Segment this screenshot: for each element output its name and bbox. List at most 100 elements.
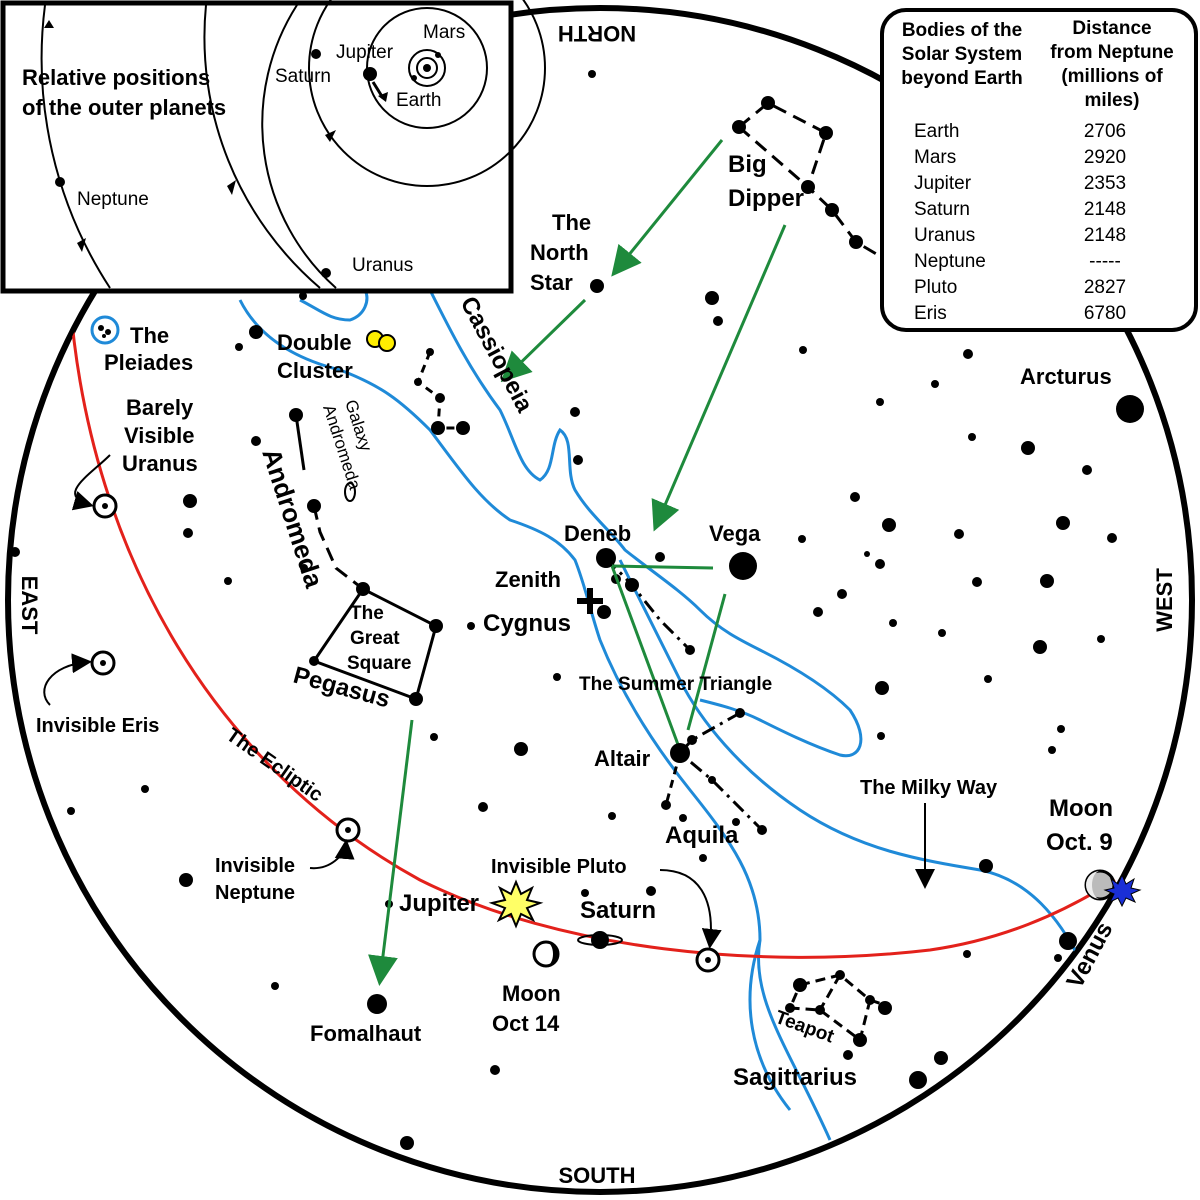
invisible-eris-label: Invisible Eris <box>36 715 159 737</box>
invisible-pluto-label: Invisible Pluto <box>491 856 627 878</box>
arcturus-label: Arcturus <box>1020 364 1112 389</box>
invisible-neptune-label-1: Invisible <box>215 855 295 877</box>
compass-west: WEST <box>1152 568 1177 632</box>
table-row-body: Saturn <box>914 199 970 220</box>
fomalhaut-label: Fomalhaut <box>310 1021 422 1046</box>
saturn-label: Saturn <box>580 897 656 924</box>
table-row-body: Earth <box>914 121 959 142</box>
great-square-label-1: The <box>350 603 384 624</box>
table-row-distance: 2706 <box>1084 121 1126 142</box>
vega-star <box>729 552 757 580</box>
uranus-label-1: Barely <box>126 395 194 420</box>
table-row-distance: 2920 <box>1084 147 1126 168</box>
table-row-body: Pluto <box>914 277 957 298</box>
north-star-label-3: Star <box>530 270 573 295</box>
table-row-body: Jupiter <box>914 173 972 194</box>
inset-neptune-label: Neptune <box>77 189 149 210</box>
great-square-label-2: Great <box>350 628 400 649</box>
moon-oct9-label-2: Oct. 9 <box>1046 829 1113 856</box>
aquila-label: Aquila <box>665 822 739 849</box>
jupiter-label: Jupiter <box>399 890 479 917</box>
uranus-marker <box>92 493 118 519</box>
moon-oct14 <box>532 940 560 968</box>
inset-title-1: Relative positions <box>22 65 210 90</box>
inset-earth-label: Earth <box>396 90 441 111</box>
vega-label: Vega <box>709 521 761 546</box>
big-dipper-label-1: Big <box>728 151 767 178</box>
jupiter-starburst <box>488 879 544 929</box>
deneb-label: Deneb <box>564 521 631 546</box>
inset-mars-label: Mars <box>423 22 465 43</box>
inset-title-2: of the outer planets <box>22 95 226 120</box>
table-row-body: Mars <box>914 147 956 168</box>
big-dipper-constellation <box>732 96 891 264</box>
uranus-label-3: Uranus <box>122 451 198 476</box>
inset-jupiter-label: Jupiter <box>336 42 394 63</box>
inset-uranus-label: Uranus <box>352 255 413 276</box>
compass-east: EAST <box>17 576 42 635</box>
north-star-label-2: North <box>530 240 589 265</box>
great-square-label-3: Square <box>347 653 411 674</box>
pleiades-label-2: Pleiades <box>104 350 193 375</box>
compass-north: NORTH <box>558 21 636 46</box>
invisible-neptune-label-2: Neptune <box>215 882 295 904</box>
table-header-col2-4: miles) <box>1085 90 1140 111</box>
table-row-distance: 2148 <box>1084 225 1126 246</box>
table-header-col1-3: beyond Earth <box>901 68 1022 89</box>
moon-oct9 <box>1084 869 1116 901</box>
outer-planets-inset <box>0 0 546 294</box>
sagittarius-label: Sagittarius <box>733 1064 857 1091</box>
pleiades-cluster <box>90 315 120 345</box>
zenith-cross <box>577 588 603 614</box>
milky-way <box>238 289 1082 1141</box>
great-square <box>309 587 443 706</box>
table-header-col2-3: (millions of <box>1061 66 1163 87</box>
aquila-constellation <box>661 708 767 835</box>
background-stars <box>10 70 1144 1150</box>
table-row-body: Eris <box>914 303 947 324</box>
table-row-distance: ----- <box>1089 251 1121 272</box>
north-star-label-1: The <box>552 210 591 235</box>
cygnus-label: Cygnus <box>483 610 571 637</box>
big-dipper-label-2: Dipper <box>728 185 804 212</box>
compass-south: SOUTH <box>559 1163 636 1188</box>
distance-table <box>880 8 1198 332</box>
double-cluster-label-2: Cluster <box>277 358 353 383</box>
table-header-col1-1: Bodies of the <box>902 20 1022 41</box>
milky-way-label: The Milky Way <box>860 777 998 799</box>
table-header-col2-1: Distance <box>1072 18 1151 39</box>
moon-oct14-label-1: Moon <box>502 981 561 1006</box>
moon-oct14-label-2: Oct 14 <box>492 1011 560 1036</box>
table-header-col2-2: from Neptune <box>1050 42 1174 63</box>
cygnus-constellation <box>596 548 695 655</box>
cassiopeia-constellation <box>414 348 470 435</box>
summer-triangle-label: The Summer Triangle <box>579 674 772 695</box>
summer-triangle <box>610 564 727 751</box>
pleiades-label-1: The <box>130 323 169 348</box>
inset-saturn-label: Saturn <box>275 66 331 87</box>
table-row-distance: 2353 <box>1084 173 1126 194</box>
table-row-distance: 6780 <box>1084 303 1126 324</box>
table-row-distance: 2827 <box>1084 277 1126 298</box>
pointer-arrows <box>368 139 787 986</box>
moon-oct9-label-1: Moon <box>1049 795 1113 822</box>
pointer-callouts <box>43 454 935 949</box>
double-cluster-label-1: Double <box>277 330 352 355</box>
table-header-col1-2: Solar System <box>902 44 1022 65</box>
double-cluster <box>366 330 396 352</box>
uranus-label-2: Visible <box>124 423 195 448</box>
andromeda-galaxy <box>344 482 356 502</box>
north-star <box>590 279 604 293</box>
altair-label: Altair <box>594 746 651 771</box>
zenith-label: Zenith <box>495 567 561 592</box>
pluto-marker <box>695 947 721 973</box>
table-row-body: Uranus <box>914 225 975 246</box>
saturn-planet <box>577 931 623 949</box>
eris-marker <box>90 650 116 676</box>
table-row-distance: 2148 <box>1084 199 1126 220</box>
teapot-constellation <box>785 970 892 1060</box>
fomalhaut-star <box>367 994 387 1014</box>
venus-starburst <box>1103 873 1142 908</box>
neptune-marker <box>335 817 361 843</box>
